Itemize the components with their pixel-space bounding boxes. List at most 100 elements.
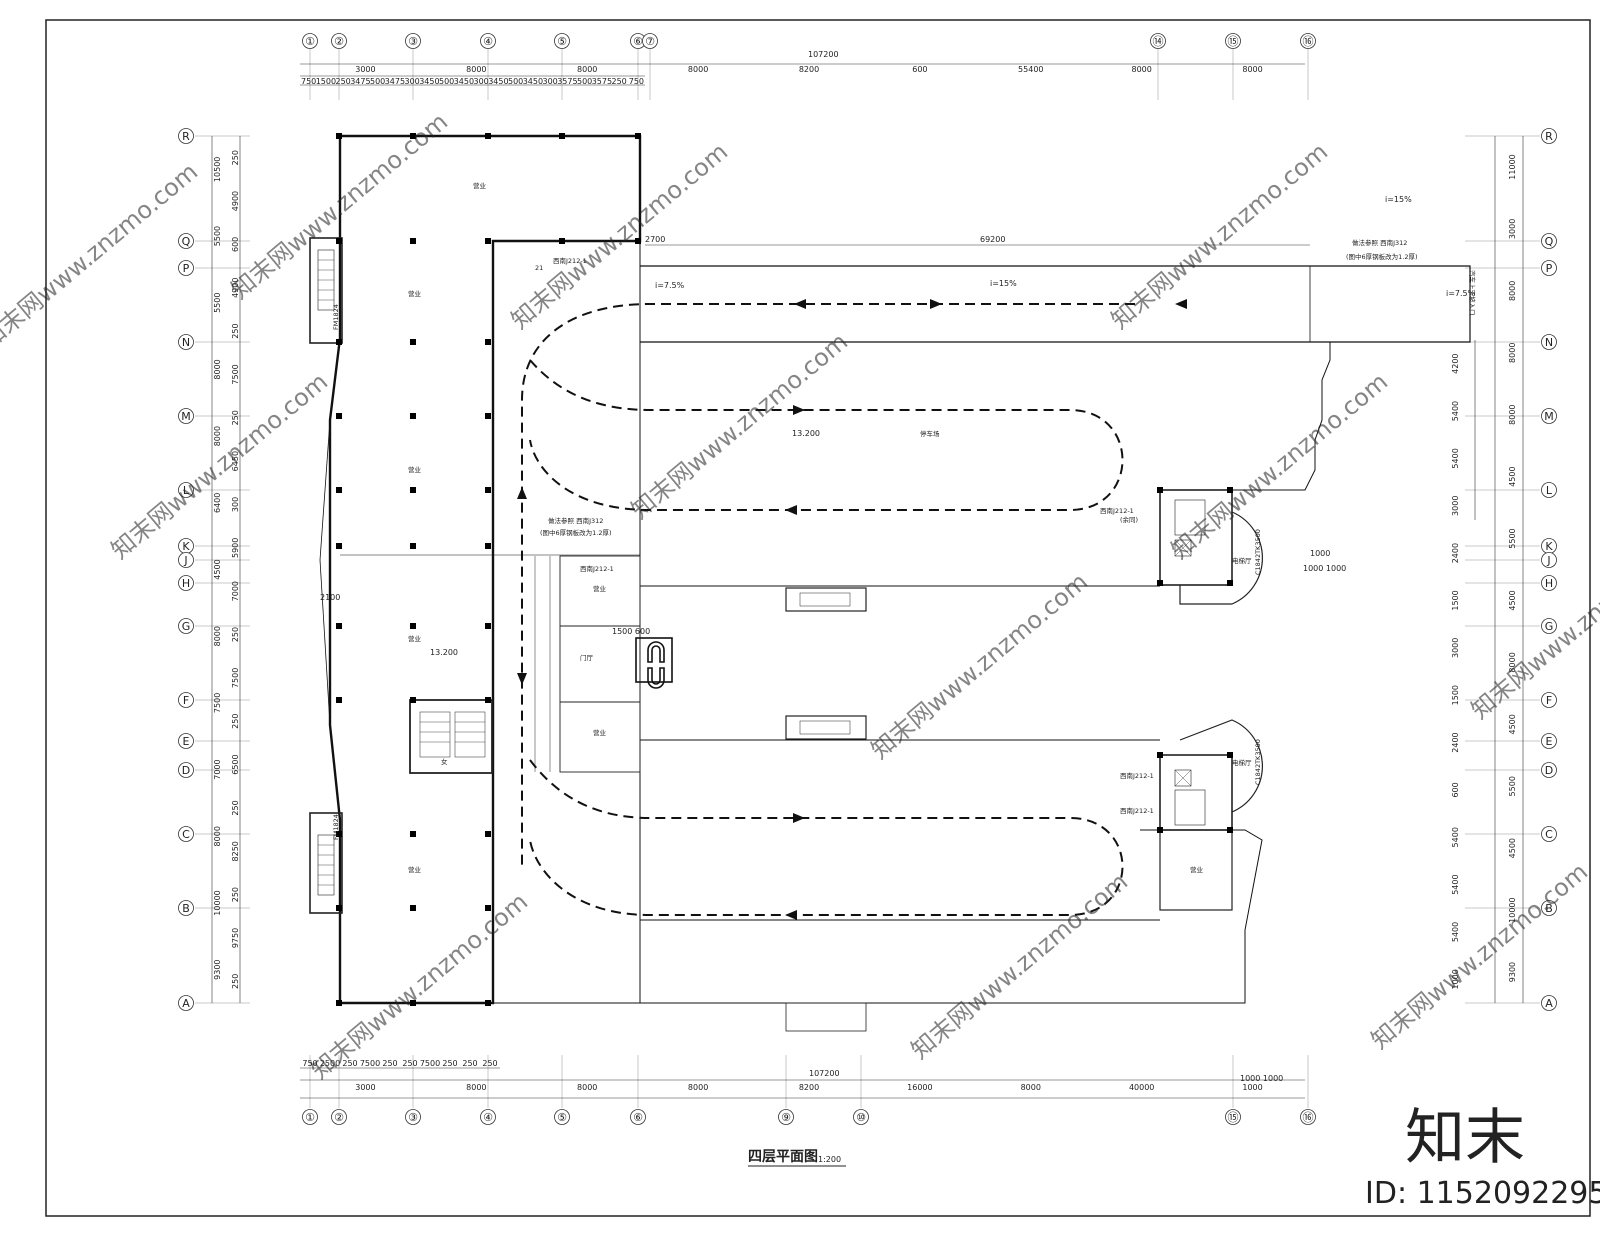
left-dim-text-fine: 4900: [231, 191, 240, 211]
left-inner-dims: 2504900600490025075002506450300590070002…: [231, 150, 240, 989]
svg-text:⑯: ⑯: [1303, 1111, 1314, 1124]
right-dim-text-fine: 2400: [1451, 732, 1460, 752]
left-dim-text-fine: 250: [231, 150, 240, 165]
detail-number: 21: [535, 264, 543, 272]
svg-text:P: P: [183, 262, 190, 275]
right-dim-text-fine: 5400: [1451, 874, 1460, 894]
shop-label-7: 营业: [593, 728, 607, 737]
left-dim-text: 7000: [213, 759, 222, 779]
column: [635, 133, 641, 139]
window-tag-2: C1842TK3500: [1254, 739, 1262, 785]
svg-text:K: K: [182, 540, 190, 553]
svg-text:③: ③: [408, 35, 418, 48]
column: [485, 543, 491, 549]
column: [485, 1000, 491, 1006]
ref-note-1: 西南J212-1: [553, 256, 587, 265]
route-line-main: [521, 303, 1135, 870]
top-dim-text: 3000: [355, 65, 375, 74]
column: [485, 413, 491, 419]
column: [410, 623, 416, 629]
svg-text:M: M: [1544, 410, 1554, 423]
axis-bubble-top: ⑭: [1150, 33, 1166, 49]
misc-dim-2: 1000 1000: [1303, 564, 1346, 573]
left-dim-text-fine: 250: [231, 410, 240, 425]
svg-text:④: ④: [483, 1111, 493, 1124]
top-dim-text-fine: 300: [404, 77, 419, 86]
bottom-dim-text: 1000: [1242, 1083, 1262, 1092]
svg-text:①: ①: [305, 1111, 315, 1124]
west-facade-curve: [319, 419, 331, 561]
route-arrow: [793, 405, 805, 415]
left-dim-text-fine: 9750: [231, 928, 240, 948]
route-arrow: [785, 910, 797, 920]
elevator-hall-label-2: 电梯厅: [1232, 758, 1252, 767]
top-dim-text: 8200: [799, 65, 819, 74]
room-labels: 营业 营业 营业 营业 营业 营业 营业 营业 门厅 停车场 电梯厅 电梯厅 女…: [332, 181, 1477, 874]
slope-main-label: i=15%: [990, 279, 1017, 288]
ref-note-5: 西南J212-1: [1100, 506, 1134, 515]
axis-bubble-bottom: ⑮: [1225, 1109, 1241, 1125]
column: [410, 487, 416, 493]
column: [1157, 487, 1163, 493]
route-loop-north: [529, 359, 1124, 511]
column: [336, 697, 342, 703]
column: [336, 413, 342, 419]
id-label: ID: 1152092295: [1365, 1176, 1600, 1211]
axis-bubble-top: ⑤: [554, 33, 570, 49]
axis-bubble-right: C: [1541, 826, 1557, 842]
left-dim-text: 10000: [213, 890, 222, 915]
axis-bubble-right: P: [1541, 260, 1557, 276]
bottom-dim-text: 8000: [466, 1083, 486, 1092]
column: [410, 133, 416, 139]
right-dim-text: 5500: [1508, 776, 1517, 796]
column: [485, 905, 491, 911]
left-dim-text: 5500: [213, 293, 222, 313]
right-dim-text: 11000: [1508, 154, 1517, 179]
top-dim-text-fine: 3450: [523, 77, 543, 86]
column: [559, 133, 565, 139]
axis-bubble-left: N: [178, 334, 194, 350]
svg-text:G: G: [182, 620, 191, 633]
shop-label-6: 营业: [593, 584, 607, 593]
column: [485, 133, 491, 139]
entrance-label: 汽车上下坡入口: [1468, 270, 1477, 316]
axis-bubble-right: G: [1541, 618, 1557, 634]
watermark-text: 知末网www.znzmo.com: [0, 158, 203, 355]
column: [410, 831, 416, 837]
left-dim-text-fine: 250: [231, 323, 240, 338]
route-arrow: [785, 505, 797, 515]
column: [336, 238, 342, 244]
svg-text:⑮: ⑮: [1228, 35, 1239, 48]
ramp-length-dim: 69200: [980, 235, 1005, 244]
svg-text:⑨: ⑨: [781, 1111, 791, 1124]
top-dim-text-fine: 3450: [488, 77, 508, 86]
top-dim-text-fine: 500: [439, 77, 454, 86]
svg-text:L: L: [183, 484, 190, 497]
right-dim-text: 4500: [1508, 466, 1517, 486]
svg-text:N: N: [182, 336, 190, 349]
svg-text:F: F: [1546, 694, 1552, 707]
dimension-lines: [211, 63, 1524, 1099]
watermark-text: 知末网www.znzmo.com: [866, 568, 1093, 765]
ref-note-4: 西南J212-1: [1120, 806, 1154, 815]
axis-bubble-left: G: [178, 618, 194, 634]
svg-text:⑥: ⑥: [633, 35, 643, 48]
right-dim-text-fine: 3000: [1451, 496, 1460, 516]
misc-dim-4: 1500 600: [612, 627, 650, 636]
top-dim-text-fine: 300: [473, 77, 488, 86]
right-dim-text-fine: 5400: [1451, 448, 1460, 468]
axis-bubble-left: D: [178, 762, 194, 778]
column: [485, 238, 491, 244]
svg-text:C: C: [182, 828, 190, 841]
column: [635, 238, 641, 244]
column: [336, 623, 342, 629]
ramp-note-line1: 做法参照 西南J312: [1352, 238, 1407, 247]
route-arrow: [517, 487, 527, 499]
svg-text:⑤: ⑤: [557, 1111, 567, 1124]
right-dim-text-fine: 600: [1451, 782, 1460, 797]
